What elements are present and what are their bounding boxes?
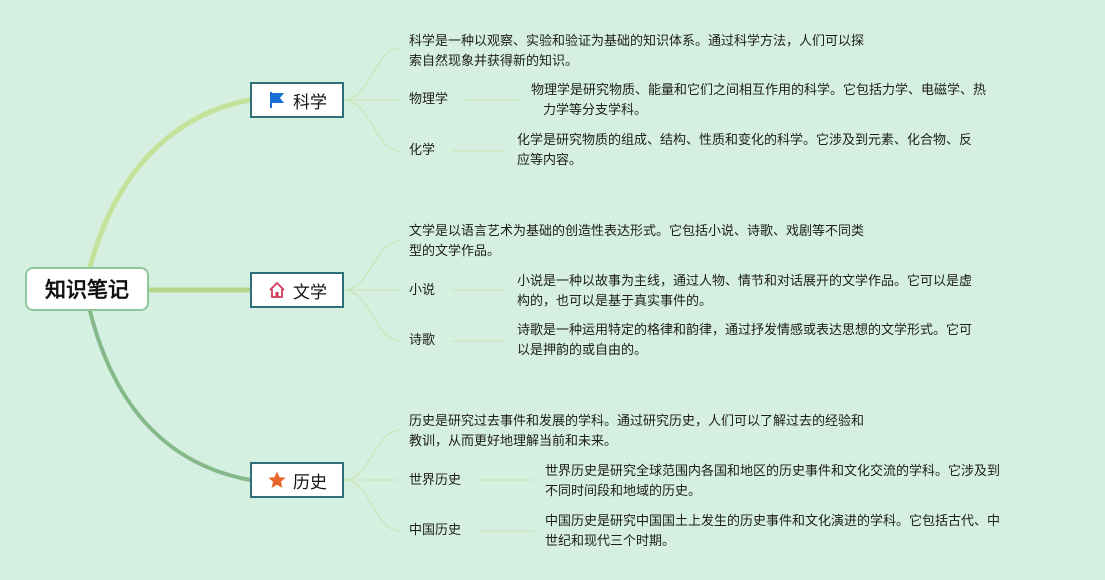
root-node[interactable]: 知识笔记 <box>25 267 149 311</box>
connector-root-history <box>88 309 252 482</box>
literature-description: 文学是以语言艺术为基础的创造性表达形式。它包括小说、诗歌、戏剧等不同类 型的文学… <box>409 224 865 259</box>
world-history-description: 世界历史是研究全球范围内各国和地区的历史事件和文化交流的学科。它涉及到 不同时间… <box>545 464 1001 499</box>
node-world-history[interactable]: 世界历史 <box>409 473 462 488</box>
branch-science-title: 科学 <box>293 92 327 113</box>
node-physics[interactable]: 物理学 <box>409 92 449 107</box>
novel-description: 小说是一种以故事为主线，通过人物、情节和对话展开的文学作品。它可以是虚 构的，也… <box>517 274 973 309</box>
connector-root-science <box>87 97 253 270</box>
physics-description: 物理学是研究物质、能量和它们之间相互作用的科学。它包括力学、电磁学、热 力学等分… <box>531 83 987 118</box>
branch-history[interactable]: 历史 <box>250 462 344 498</box>
history-connectors <box>343 429 534 532</box>
node-chinese-history[interactable]: 中国历史 <box>409 523 462 538</box>
branch-literature[interactable]: 文学 <box>250 272 344 308</box>
literature-connectors <box>343 240 506 342</box>
branch-science[interactable]: 科学 <box>250 82 344 118</box>
flag-icon <box>267 90 287 110</box>
chemistry-description: 化学是研究物质的组成、结构、性质和变化的科学。它涉及到元素、化合物、反 应等内容… <box>517 133 973 168</box>
chinese-history-description: 中国历史是研究中国国土上发生的历史事件和文化演进的学科。它包括古代、中 世纪和现… <box>545 514 1001 549</box>
science-connectors <box>343 47 518 152</box>
star-icon <box>267 470 287 490</box>
poetry-description: 诗歌是一种运用特定的格律和韵律，通过抒发情感或表达思想的文学形式。它可 以是押韵… <box>517 323 973 358</box>
history-description: 历史是研究过去事件和发展的学科。通过研究历史，人们可以了解过去的经验和 教训，从… <box>409 414 865 449</box>
node-chemistry[interactable]: 化学 <box>409 143 436 158</box>
home-icon <box>267 280 287 300</box>
root-title: 知识笔记 <box>45 278 129 302</box>
branch-literature-title: 文学 <box>293 282 327 303</box>
node-poetry[interactable]: 诗歌 <box>409 333 436 348</box>
node-novel[interactable]: 小说 <box>409 283 436 298</box>
science-description: 科学是一种以观察、实验和验证为基础的知识体系。通过科学方法，人们可以探 索自然现… <box>409 34 865 69</box>
branch-history-title: 历史 <box>293 472 327 493</box>
